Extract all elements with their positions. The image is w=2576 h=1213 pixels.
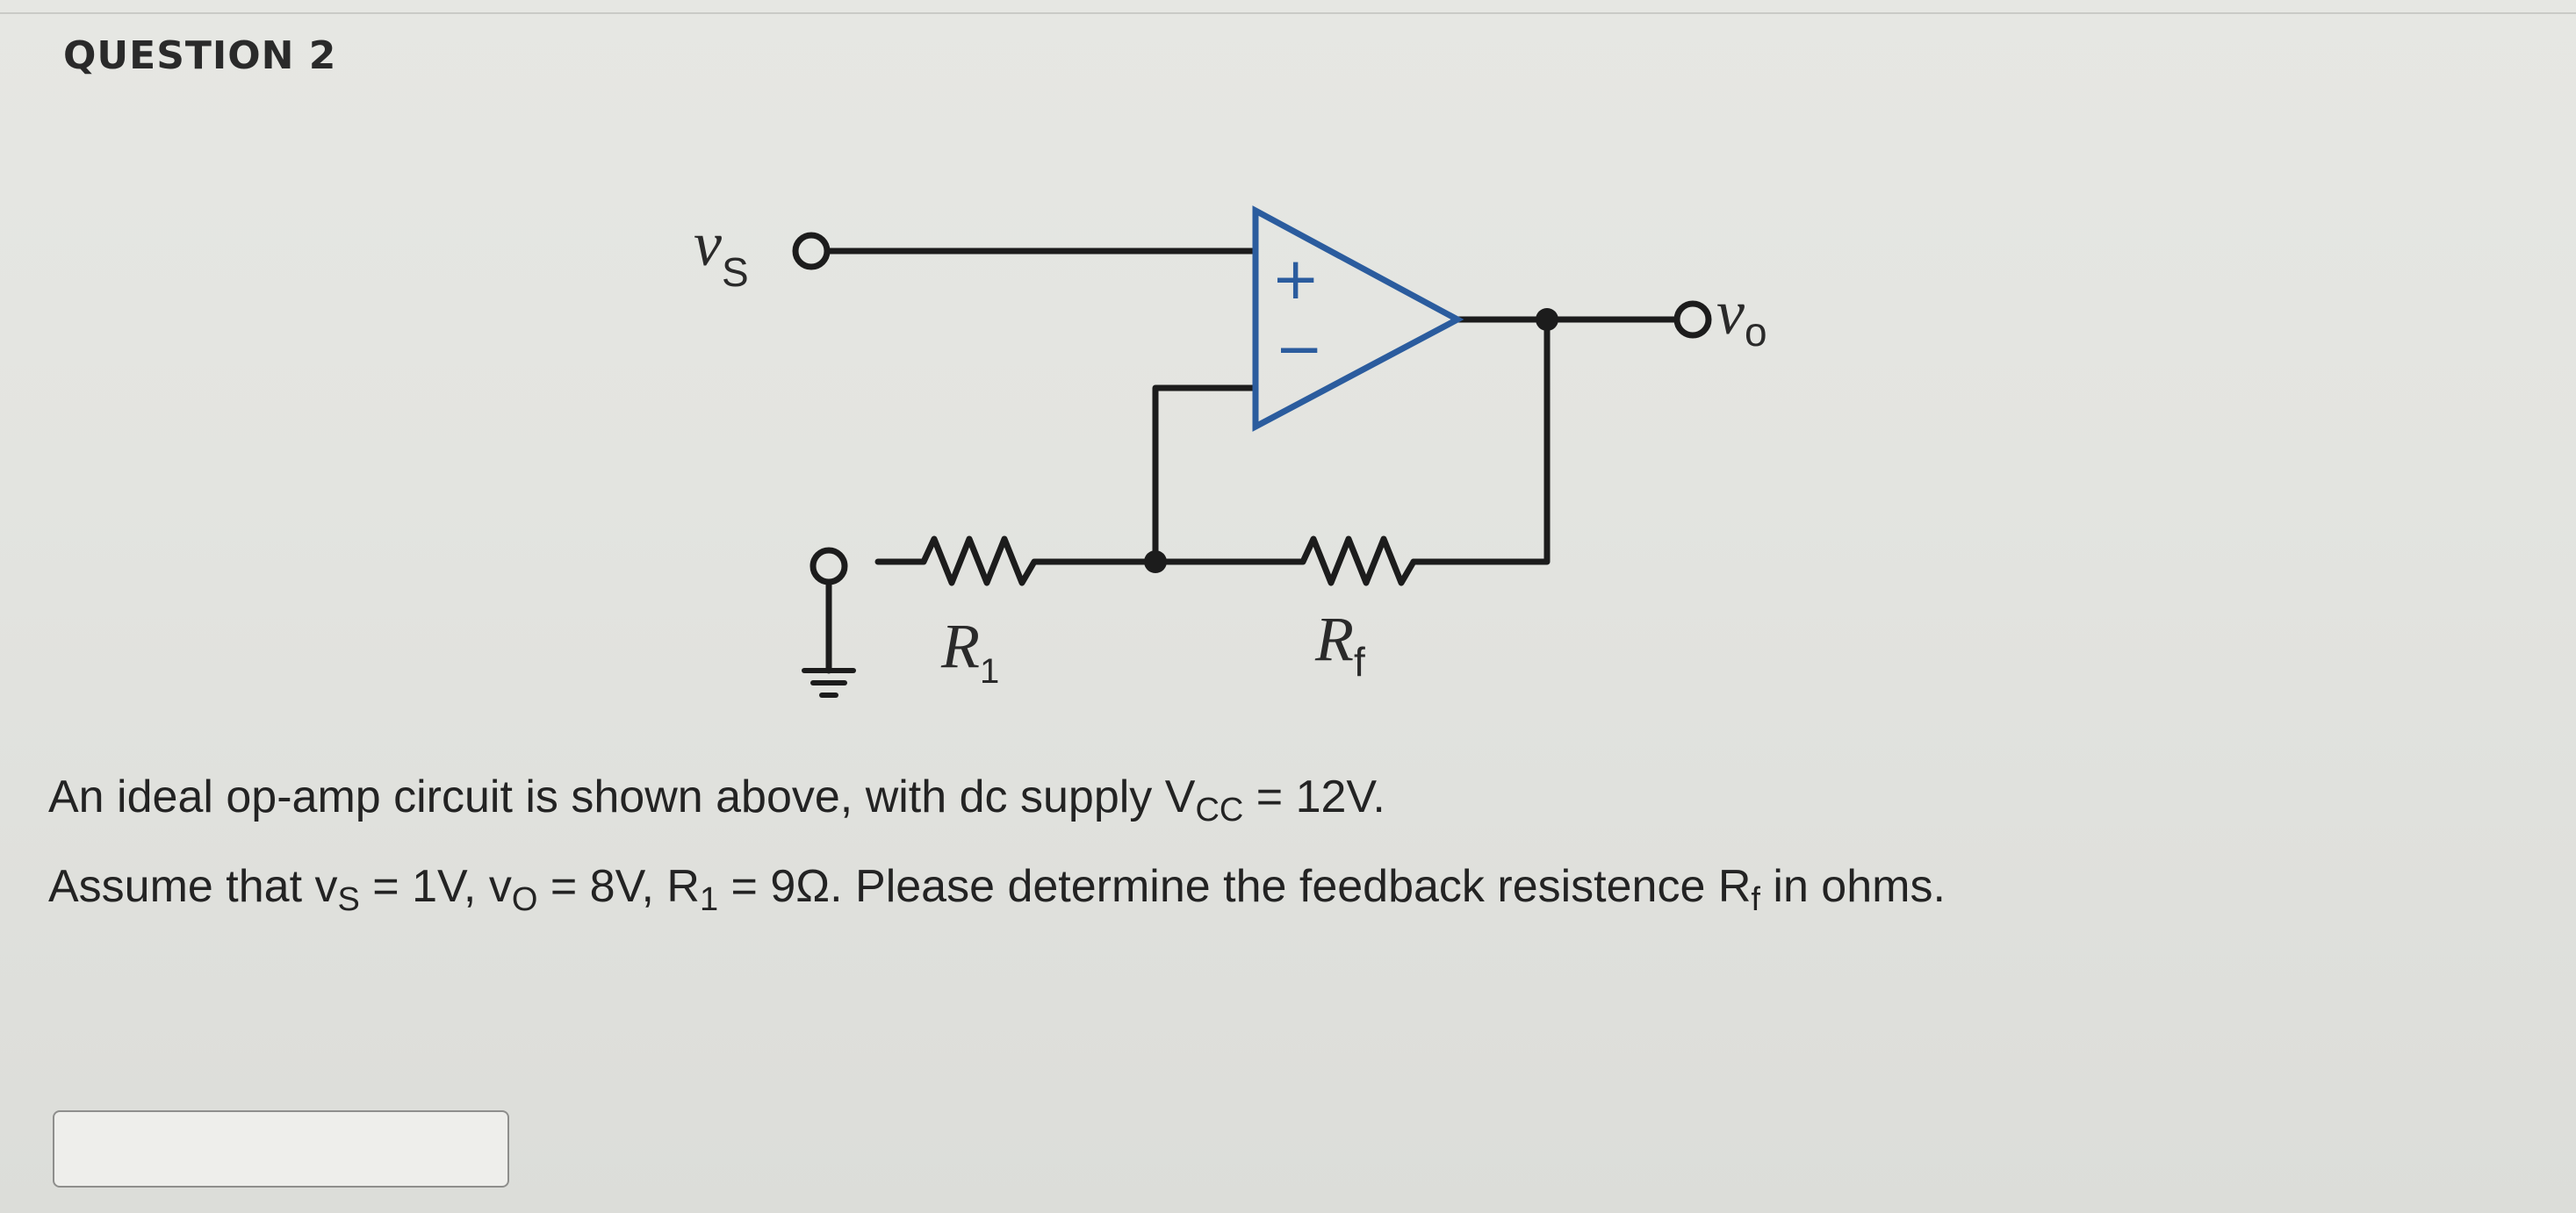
- question-line-2: Assume that vS = 1V, vO = 8V, R1 = 9Ω. P…: [48, 861, 1946, 918]
- op-amp-symbol: [1252, 205, 1464, 432]
- vo-terminal: [1673, 300, 1712, 339]
- output-junction-dot: [1536, 308, 1558, 331]
- vs-label: vS: [694, 209, 749, 295]
- top-divider: [0, 12, 2576, 14]
- rf-label: Rf: [1314, 604, 1365, 685]
- ground-terminal: [809, 547, 848, 585]
- rf-resistor: [1287, 535, 1417, 586]
- vs-terminal: [792, 232, 831, 270]
- question-line-1: An ideal op-amp circuit is shown above, …: [48, 772, 1385, 829]
- inverting-wire: [1152, 384, 1259, 565]
- question-title: QUESTION 2: [63, 33, 337, 78]
- inverting-junction-dot: [1144, 550, 1167, 573]
- r1-label: R1: [940, 611, 999, 691]
- r1-resistor: [874, 535, 1054, 586]
- vo-label: vo: [1716, 277, 1767, 355]
- answer-input[interactable]: [53, 1110, 509, 1188]
- opamp-minus-sign: −: [1275, 315, 1323, 383]
- opamp-plus-sign: +: [1271, 245, 1320, 312]
- feedback-wire: [1410, 316, 1551, 565]
- op-amp-circuit-diagram: + − vS vo R1 Rf: [694, 205, 1767, 698]
- ground-icon: [802, 668, 856, 698]
